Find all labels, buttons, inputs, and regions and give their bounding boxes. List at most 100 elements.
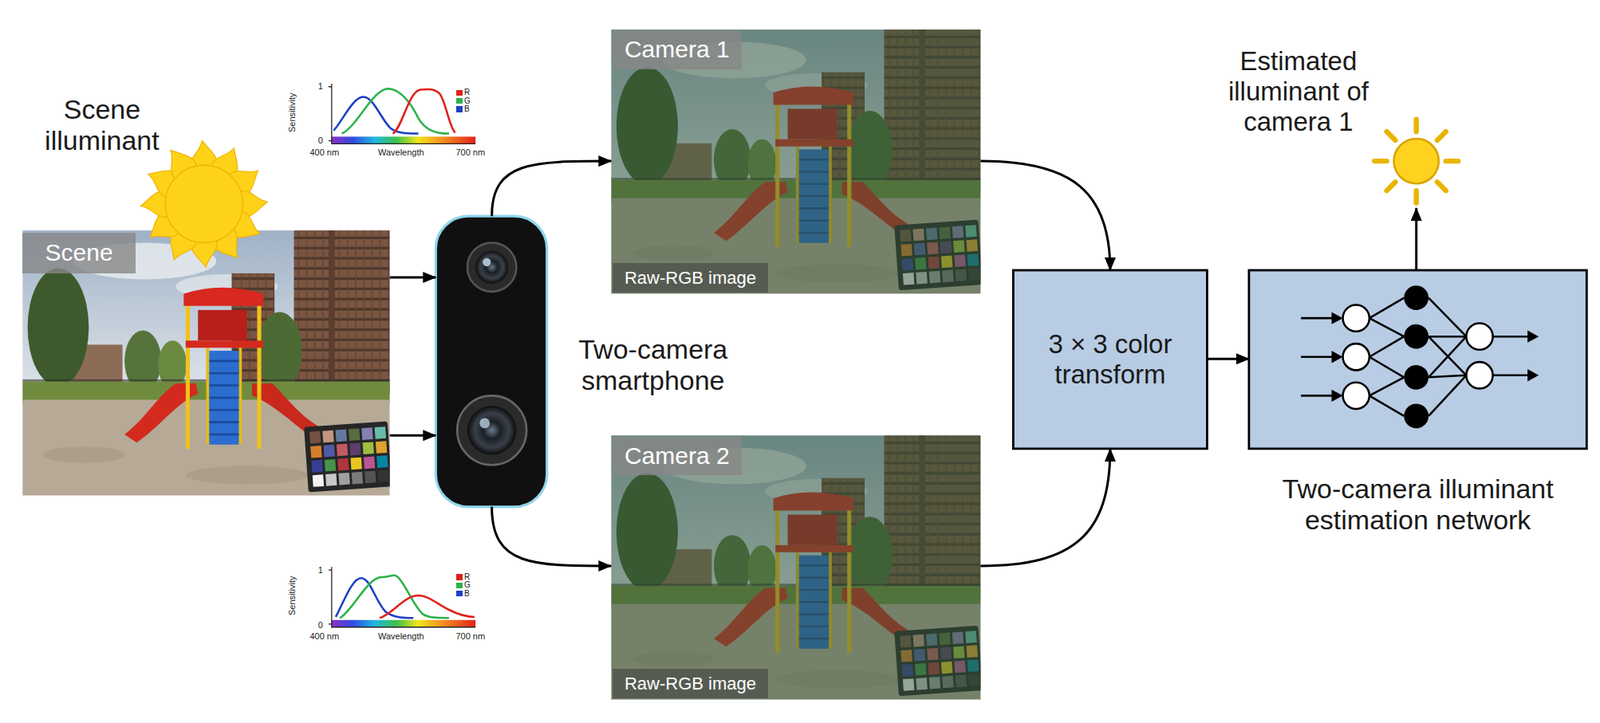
output-caption-slot: Estimated illuminant of camera 1 [1204,40,1394,143]
legend-swatch [456,98,463,105]
tick-label-slot: 1 [314,563,327,576]
box-label-slot: 3 × 3 color transform [1012,270,1207,450]
scene-sun-part [165,165,243,243]
camera1-photo-part [610,29,981,294]
tick-label: 1 [314,563,327,576]
axis-title: Sensitivity [285,82,300,144]
image-tag: Raw-RGB image [612,263,769,293]
estimated-sun [1374,119,1459,204]
box-caption-slot: Two-camera illuminant estimation network [1238,468,1597,541]
device-caption: Two-camera smartphone [571,326,735,404]
tick-label: 0 [314,134,327,147]
estimated-sun-part [1374,119,1459,204]
sensitivity-chart-part [342,88,450,134]
sensitivity-chart-part [379,595,475,619]
legend-text-slot: B [464,105,475,114]
figure-label-slot: Scene illuminant [15,90,189,162]
photo-panel: Scene [22,230,391,497]
legend-text-slot: G [464,581,475,590]
smartphone-drawing-part [435,216,547,508]
tick-label: 1 [314,80,327,93]
network-box: Two-camera illuminant estimation network [1249,270,1587,450]
tick-label-slot: 1 [314,80,327,93]
network-box-part-part [1466,323,1493,351]
legend-swatch [456,583,463,590]
legend-text: G [464,581,475,590]
tick-label: 700 nm [449,145,493,160]
camera2-photo-part [610,435,981,700]
process-box: 3 × 3 color transform [1012,270,1207,450]
camera2-photo-part [610,435,981,700]
network-box [1249,270,1587,450]
legend-swatch [456,106,463,113]
smartphone-drawing-part [479,417,490,429]
arrow-connector [492,507,612,567]
sensitivity-chart-part [333,97,418,134]
arrow-connector [390,276,437,280]
arrow-connector [980,161,1111,271]
panel-tag: Camera 1 [612,30,742,70]
estimated-sun-part [1394,138,1439,184]
network-box-part-part [1343,343,1370,371]
network-box-part [1300,298,1529,417]
network-box-part-part [1343,382,1370,410]
legend-text-slot: R [464,88,475,97]
sun-icon: Estimated illuminant of camera 1 [1370,116,1463,209]
network-box-part-part [1403,324,1429,350]
legend-swatch [456,90,463,97]
image-tag-slot: Raw-RGB image [612,669,769,699]
network-box-part-part [1403,365,1429,391]
arrow-connector [980,449,1111,567]
panel-tag-slot: Camera 1 [612,30,742,70]
sensitivity-chart-part [339,575,450,619]
arrow-connector [1206,358,1250,361]
axis-title: Wavelength [370,145,432,160]
tick-label-slot: 0 [314,134,327,147]
transform-box [1012,270,1207,450]
figure-label: Scene illuminant [15,90,189,162]
axis-title: Wavelength [370,630,432,645]
network-box-part [1331,285,1539,429]
device-caption-slot: Two-camera smartphone [571,326,735,404]
sensitivity-chart-part [331,620,476,628]
sensitivity-chart-part [393,89,456,134]
network-box-part-part [1493,336,1530,376]
photo-panel: Camera 1 Raw-RGB image [610,29,981,294]
camera2-photo-part [610,435,983,700]
legend-text: R [464,573,475,582]
network-box-part-part [1428,298,1467,417]
tick-label-slot: 700 nm [449,630,493,645]
network-box-part [1249,270,1587,450]
legend-swatch [456,591,463,598]
sensitivity-chart-part [331,136,476,144]
estimated-sun-part-part [1374,119,1459,204]
axis-title: Sensitivity [285,565,300,627]
network-box-part [1343,305,1494,410]
tick-label-slot: 700 nm [449,145,493,160]
smartphone-drawing-part [467,405,517,455]
network-box-part-part [1527,330,1539,382]
network-box-part-part [1369,298,1404,417]
transform-box-part [1012,270,1207,450]
smartphone-drawing-part [467,242,517,292]
image-tag: Raw-RGB image [612,669,769,699]
panel-tag-slot: Scene [22,232,136,274]
legend-text-slot: R [464,573,475,582]
scene-photo-part [22,230,392,497]
legend-text: R [464,88,475,97]
legend-swatch [456,574,463,581]
legend-text: B [464,105,475,114]
tick-label-slot: 0 [314,619,327,632]
sensitivity-chart [328,83,476,144]
network-box-part-part [1343,305,1370,332]
tick-label: 0 [314,619,327,632]
output-caption: Estimated illuminant of camera 1 [1204,40,1394,143]
axis-title-slot: Sensitivity [261,106,324,120]
panel-tag: Scene [22,232,136,274]
box-caption: Two-camera illuminant estimation network [1238,468,1597,541]
network-box-part-part [1403,285,1429,311]
axis-title-slot: Wavelength [370,630,432,645]
